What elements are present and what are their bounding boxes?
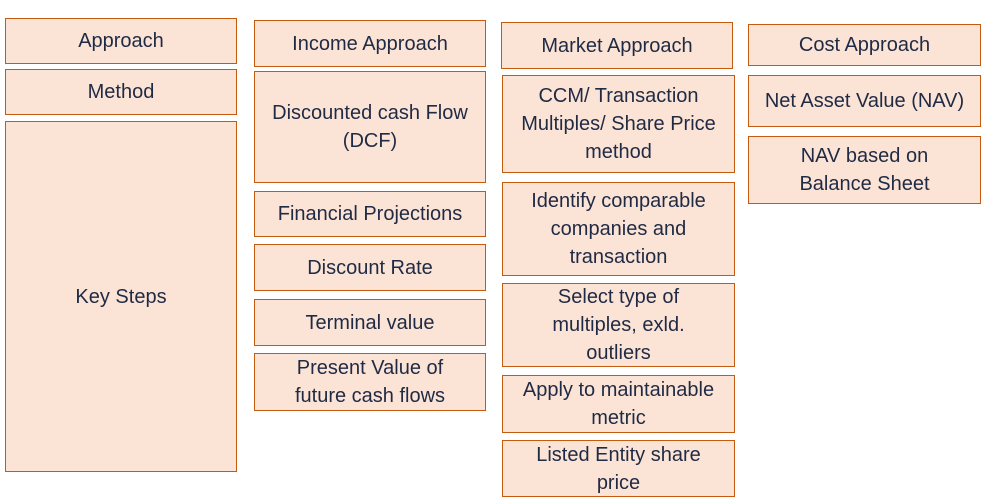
income-step-text: Present Value of future cash flows bbox=[294, 357, 446, 407]
income-approach-text: Income Approach bbox=[292, 32, 448, 55]
key-steps-label: Key Steps bbox=[5, 121, 237, 472]
market-step-text: Apply to maintainable metric bbox=[522, 379, 715, 429]
income-step-box: Discount Rate bbox=[254, 244, 486, 291]
method-label-text: Method bbox=[87, 81, 155, 103]
cost-method-text: Net Asset Value (NAV) bbox=[764, 90, 965, 112]
cost-approach-text: Cost Approach bbox=[798, 34, 931, 56]
market-approach-text: Market Approach bbox=[541, 34, 693, 57]
market-step-box: Identify comparable companies and transa… bbox=[502, 182, 735, 276]
income-step-text: Discount Rate bbox=[307, 256, 433, 279]
cost-step-box: NAV based on Balance Sheet bbox=[748, 136, 981, 204]
market-approach-header: Market Approach bbox=[501, 22, 733, 69]
cost-method-box: Net Asset Value (NAV) bbox=[748, 75, 981, 127]
market-method-box: CCM/ Transaction Multiples/ Share Price … bbox=[502, 75, 735, 173]
market-step-text: Listed Entity share price bbox=[536, 443, 701, 494]
income-step-text: Financial Projections bbox=[277, 203, 463, 225]
income-step-box: Present Value of future cash flows bbox=[254, 353, 486, 411]
market-step-text: Select type of multiples, exld. outliers bbox=[552, 286, 685, 364]
market-step-text: Identify comparable companies and transa… bbox=[531, 190, 706, 268]
market-step-box: Select type of multiples, exld. outliers bbox=[502, 283, 735, 367]
income-approach-header: Income Approach bbox=[254, 20, 486, 67]
income-method-text: Discounted cash Flow (DCF) bbox=[272, 102, 468, 152]
approach-label: Approach bbox=[5, 18, 237, 64]
cost-step-text: NAV based on Balance Sheet bbox=[799, 145, 930, 195]
income-step-box: Financial Projections bbox=[254, 191, 486, 237]
key-steps-label-text: Key Steps bbox=[75, 285, 167, 308]
income-step-text: Terminal value bbox=[305, 311, 435, 334]
market-step-box: Listed Entity share price bbox=[502, 440, 735, 497]
market-step-box: Apply to maintainable metric bbox=[502, 375, 735, 433]
method-label: Method bbox=[5, 69, 237, 115]
approach-label-text: Approach bbox=[78, 30, 164, 52]
income-method-box: Discounted cash Flow (DCF) bbox=[254, 71, 486, 183]
income-step-box: Terminal value bbox=[254, 299, 486, 346]
cost-approach-header: Cost Approach bbox=[748, 24, 981, 66]
market-method-text: CCM/ Transaction Multiples/ Share Price … bbox=[521, 85, 716, 163]
